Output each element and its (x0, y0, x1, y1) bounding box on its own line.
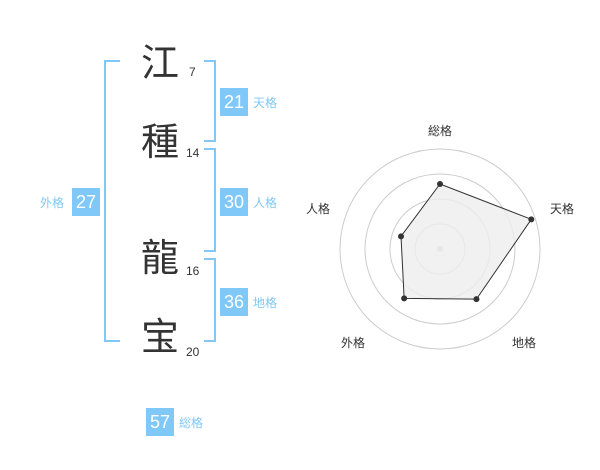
radar-axis-label-tenkaku: 天格 (550, 202, 575, 216)
jinkaku-badge: 30 (220, 188, 248, 216)
gaikaku-label: 外格 (40, 196, 65, 210)
radar-point-1 (437, 181, 443, 187)
name-char-3: 龍 (141, 236, 180, 280)
stroke-count-4: 20 (186, 345, 200, 359)
radar-ring (364, 173, 516, 325)
radar-axis-label-chikaku: 地格 (512, 336, 537, 350)
radar-axis-label-gaikaku: 外格 (341, 336, 366, 350)
radar-point-3 (473, 296, 480, 303)
name-char-4: 宝 (141, 315, 180, 359)
chikaku-bracket (204, 258, 216, 342)
radar-axis-label-jinkaku: 人格 (306, 202, 331, 216)
jinkaku-label: 人格 (253, 196, 278, 210)
soukaku-label: 総格 (179, 416, 204, 430)
radar-axis-label-soukaku: 総格 (428, 124, 453, 138)
chikaku-badge: 36 (220, 288, 248, 316)
gaikaku-badge: 27 (72, 188, 100, 216)
radar-point-5 (398, 233, 405, 240)
radar-ring (339, 148, 541, 350)
stroke-count-2: 14 (186, 146, 200, 160)
radar-point-2 (528, 216, 535, 223)
tenkaku-label: 天格 (253, 96, 278, 110)
chikaku-label: 地格 (253, 296, 278, 310)
stroke-count-3: 16 (186, 264, 200, 278)
gaikaku-bracket (104, 60, 120, 342)
stroke-count-1: 7 (189, 65, 196, 79)
name-char-1: 江 (141, 41, 180, 85)
soukaku-badge: 57 (146, 408, 174, 436)
tenkaku-badge: 21 (220, 88, 248, 116)
jinkaku-bracket (204, 148, 216, 252)
radar-point-4 (401, 295, 408, 302)
name-char-2: 種 (141, 120, 180, 164)
tenkaku-bracket (204, 60, 216, 142)
radar-series-polygon (400, 183, 533, 300)
